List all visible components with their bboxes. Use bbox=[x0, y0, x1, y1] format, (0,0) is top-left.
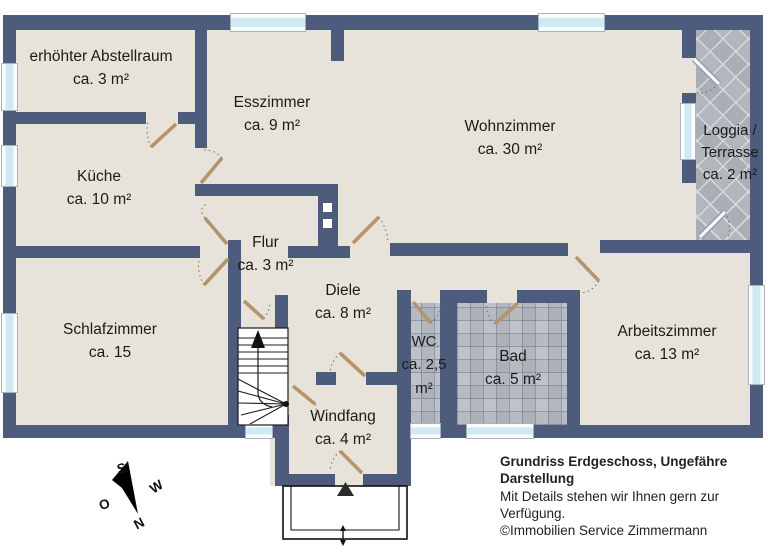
compass-south: S bbox=[115, 460, 128, 477]
door-arc-kueche-esszimmer bbox=[201, 149, 223, 159]
compass-north: N bbox=[131, 515, 147, 533]
windfang-wall-right bbox=[397, 290, 411, 486]
room-label-arbeitszimmer: Arbeitszimmer ca. 13 m² bbox=[617, 323, 717, 364]
room-label-loggia: Loggia / Terrasse ca. 2 m² bbox=[701, 122, 759, 183]
main-floor bbox=[3, 15, 763, 438]
window-wc-bottom bbox=[410, 423, 441, 439]
door-leaf-kueche-esszimmer bbox=[199, 156, 224, 185]
windfang-wall-bottom-l bbox=[275, 474, 335, 486]
bad-wall-top bbox=[517, 290, 567, 303]
stairs-outline bbox=[237, 327, 289, 426]
door-leaf-stairs-windfang bbox=[291, 384, 317, 406]
door-arc-kueche-flur bbox=[201, 203, 207, 219]
porch-arrow-head-down bbox=[340, 540, 346, 546]
windfang-wall-top-r bbox=[366, 372, 397, 385]
compass-west: W bbox=[147, 477, 166, 497]
kueche-wall-right bbox=[195, 30, 207, 148]
window-abstellraum-left bbox=[1, 63, 18, 111]
loggia-wall-left-p1 bbox=[682, 30, 696, 58]
esszimmer-wohnzimmer-stub bbox=[331, 30, 344, 61]
porch-arrow-head-up bbox=[340, 525, 346, 531]
flur-diele-wall bbox=[288, 246, 350, 258]
room-label-schlafzimmer: Schlafzimmer ca. 15 bbox=[63, 321, 157, 362]
door-arc-arbeitszimmer bbox=[580, 280, 600, 294]
door-leaf-abstellraum bbox=[149, 122, 178, 149]
esszimmer-wall-bottom bbox=[195, 184, 338, 196]
compass-icon: S W N O bbox=[97, 460, 166, 533]
staircase bbox=[237, 327, 289, 426]
plan-copyright: ©Immobilien Service Zimmermann bbox=[500, 523, 708, 539]
door-leaf-diele-windfang bbox=[338, 351, 367, 378]
room-label-diele: Diele ca. 8 m² bbox=[315, 282, 371, 323]
entrance-arrow-icon bbox=[337, 482, 354, 496]
loggia-wall-left-p3 bbox=[682, 160, 696, 183]
door-arc-wohnzimmer bbox=[378, 216, 389, 242]
door-arc-entry bbox=[329, 450, 341, 472]
door-arc-diele-windfang bbox=[329, 352, 341, 374]
room-label-abstellraum: erhöhter Abstellraum ca. 3 m² bbox=[29, 48, 173, 89]
room-label-wc: WC ca. 2,5 m² bbox=[401, 333, 447, 397]
loggia-door-bottom-glass bbox=[698, 210, 727, 239]
door-arc-loggia-top bbox=[696, 83, 720, 94]
window-esszimmer-top bbox=[230, 13, 306, 32]
room-label-wohnzimmer: Wohnzimmer ca. 30 m² bbox=[464, 118, 556, 159]
door-arc-stairs-windfang bbox=[312, 403, 317, 419]
loggia-door-top-glass bbox=[692, 57, 721, 86]
windfang-wall-bottom-r bbox=[363, 474, 410, 486]
windfang-wall-left bbox=[275, 415, 289, 486]
door-arc-loggia-bottom bbox=[724, 211, 730, 238]
loggia-wall-left-p2 bbox=[682, 93, 696, 103]
stairs-walk-line bbox=[257, 346, 273, 408]
plan-annotation: Grundriss Erdgeschoss, Ungefähre Darstel… bbox=[500, 453, 738, 539]
door-arc-wc bbox=[430, 303, 443, 324]
stairs-newel bbox=[283, 401, 289, 407]
door-arc-stairs bbox=[263, 303, 271, 320]
door-leaf-entry bbox=[338, 449, 364, 475]
bad-tiles bbox=[457, 303, 567, 425]
window-schlafzimmer-left bbox=[1, 313, 18, 393]
room-label-flur: Flur ca. 3 m² bbox=[237, 234, 294, 275]
room-label-windfang: Windfang ca. 4 m² bbox=[310, 408, 376, 449]
wc-bad-divider bbox=[440, 290, 457, 425]
door-leaf-wohnzimmer bbox=[351, 215, 381, 245]
door-arc-bad bbox=[485, 304, 496, 325]
entrance-porch bbox=[282, 482, 408, 546]
window-wohnzimmer-loggia bbox=[680, 103, 696, 160]
chimney-shaft-2 bbox=[323, 219, 332, 228]
door-leaf-arbeitszimmer bbox=[574, 255, 601, 283]
schlafzimmer-wall-top bbox=[3, 246, 200, 258]
plan-title: Grundriss Erdgeschoss, Ungefähre Darstel… bbox=[500, 454, 728, 487]
compass-east: O bbox=[97, 496, 112, 514]
window-wohnzimmer-top bbox=[538, 13, 605, 32]
loggia-glass-doors bbox=[691, 56, 728, 240]
window-arbeitszimmer-right bbox=[748, 285, 765, 385]
room-label-kueche: Küche ca. 10 m² bbox=[66, 168, 132, 209]
bad-wall-right bbox=[567, 290, 580, 425]
wohnzimmer-wall-bottom-l bbox=[390, 243, 568, 256]
plan-note: Mit Details stehen wir Ihnen gern zur Ve… bbox=[500, 488, 720, 521]
loggia-tiles bbox=[696, 30, 750, 242]
door-arc-abstellraum bbox=[146, 121, 152, 148]
door-arc-schlafzimmer bbox=[198, 260, 205, 286]
windfang-wall-top-l bbox=[316, 372, 336, 385]
window-bad-bottom bbox=[466, 423, 534, 439]
door-leaf-schlafzimmer bbox=[202, 257, 230, 287]
compass-needle bbox=[112, 461, 138, 514]
door-leaf-kueche-flur bbox=[203, 216, 229, 246]
door-leaf-stairs bbox=[242, 299, 266, 321]
abstellraum-wall-bottom-l bbox=[16, 112, 146, 124]
wohnzimmer-wall-bottom-r bbox=[600, 240, 763, 253]
door-leaf-wc bbox=[411, 300, 433, 325]
wc-tiles bbox=[408, 303, 442, 425]
room-label-esszimmer: Esszimmer ca. 9 m² bbox=[233, 94, 311, 135]
room-label-bad: Bad ca. 5 m² bbox=[485, 348, 541, 389]
chimney-shaft-1 bbox=[323, 203, 332, 212]
stairs-up-arrow bbox=[251, 330, 265, 348]
door-leaf-bad bbox=[493, 301, 520, 326]
wall-bottom-left bbox=[3, 425, 277, 438]
window-kueche-left bbox=[1, 145, 18, 187]
